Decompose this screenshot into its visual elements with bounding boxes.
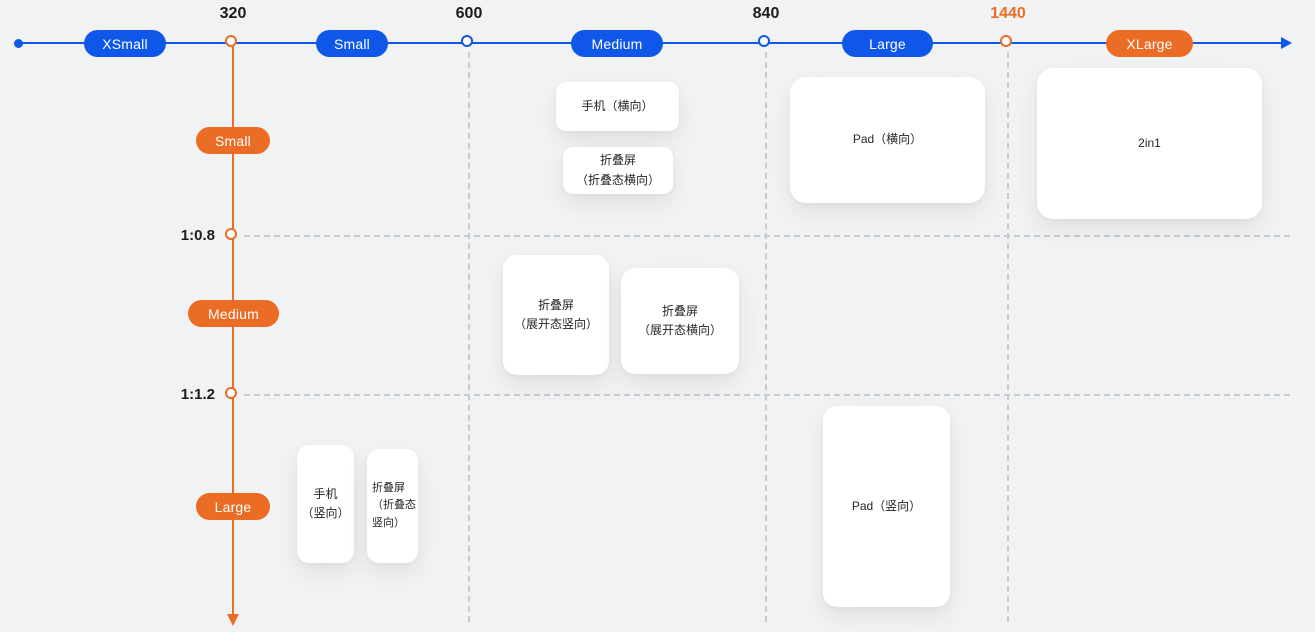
grid-dashed-vertical-600 xyxy=(468,52,470,622)
breakpoint-marker-1-0-8 xyxy=(225,228,237,240)
device-card-phone-portrait: 手机 （竖向） xyxy=(297,445,354,563)
grid-dashed-horizontal-1-1-2 xyxy=(244,394,1290,396)
grid-dashed-vertical-840 xyxy=(765,52,767,622)
device-card-fold-open-portrait: 折叠屏 （展开态竖向） xyxy=(503,255,609,375)
breakpoint-label-600: 600 xyxy=(455,5,483,22)
arrow-down-icon xyxy=(227,614,239,626)
width-pill-medium: Medium xyxy=(571,30,663,57)
arrow-right-icon xyxy=(1281,37,1292,49)
grid-dashed-vertical-1440 xyxy=(1007,52,1009,622)
width-pill-xsmall: XSmall xyxy=(84,30,166,57)
breakpoint-marker-840 xyxy=(758,35,770,47)
breakpoint-label-320: 320 xyxy=(219,5,247,22)
width-pill-small: Small xyxy=(316,30,388,57)
ratio-pill-large: Large xyxy=(196,493,270,520)
ratio-pill-small: Small xyxy=(196,127,270,154)
width-axis-start-dot xyxy=(14,39,23,48)
width-pill-large: Large xyxy=(842,30,933,57)
device-card-fold-folded-landscape: 折叠屏 （折叠态横向） xyxy=(563,147,673,194)
device-card-fold-open-landscape: 折叠屏 （展开态横向） xyxy=(621,268,739,374)
device-card-phone-landscape: 手机（横向） xyxy=(556,82,679,131)
device-card-2in1: 2in1 xyxy=(1037,68,1262,219)
device-card-pad-portrait: Pad（竖向） xyxy=(823,406,950,607)
device-card-fold-folded-portrait: 折叠屏 （折叠态 竖向） xyxy=(367,449,418,563)
grid-dashed-horizontal-1-0-8 xyxy=(244,235,1290,237)
ratio-label-1-0-8: 1:0.8 xyxy=(180,227,215,244)
breakpoint-marker-1-1-2 xyxy=(225,387,237,399)
breakpoint-marker-1440 xyxy=(1000,35,1012,47)
ratio-axis-line xyxy=(232,43,234,616)
breakpoint-label-840: 840 xyxy=(752,5,780,22)
ratio-label-1-1-2: 1:1.2 xyxy=(180,386,215,403)
breakpoint-marker-320 xyxy=(225,35,237,47)
device-card-pad-landscape: Pad（横向） xyxy=(790,77,985,203)
ratio-pill-medium: Medium xyxy=(188,300,279,327)
breakpoint-marker-600 xyxy=(461,35,473,47)
width-pill-xlarge: XLarge xyxy=(1106,30,1193,57)
breakpoint-label-1440: 1440 xyxy=(990,5,1026,22)
